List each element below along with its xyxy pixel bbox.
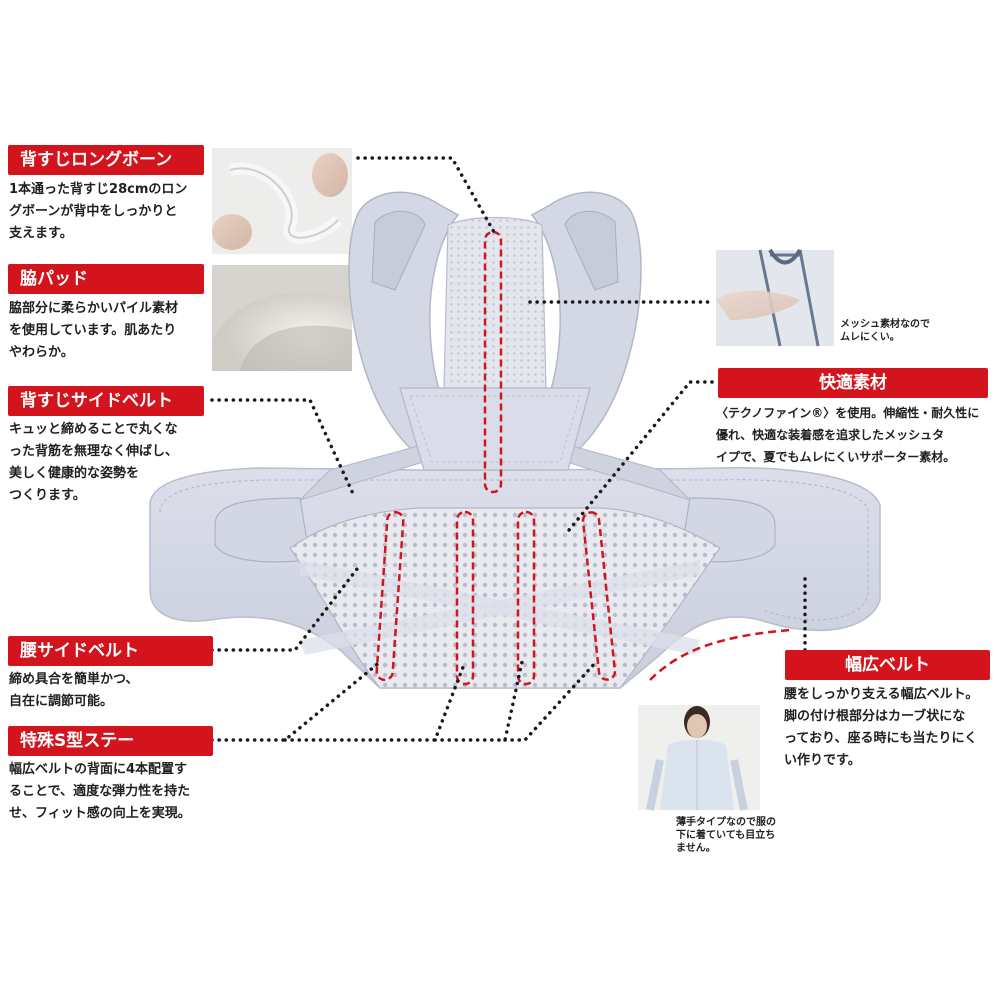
desc-line: グボーンが背中をしっかりと [9, 204, 178, 219]
leader-long-bone [356, 156, 496, 234]
desc-line: つくります。 [9, 488, 86, 503]
desc-line: やわらか。 [9, 345, 74, 360]
blouse-photo [638, 705, 760, 811]
s-stay-desc: 幅広ベルトの背面に4本配置す ることで、適度な弾力性を持た せ、フィット感の向上… [9, 759, 191, 825]
stay-outline [581, 511, 617, 681]
comfort-title: 快適素材 [718, 368, 988, 398]
leader-s-stay [210, 660, 598, 742]
desc-line: 脇部分に柔らかいパイル素材 [9, 301, 179, 316]
side-pad-photo [212, 265, 352, 371]
desc-line: 美しく健康的な姿勢を [9, 466, 140, 481]
desc-line: 幅広ベルトの背面に4本配置す [9, 762, 188, 777]
mesh-caption: メッシュ素材なので ムレにくい。 [840, 318, 930, 344]
desc-line: っており、座る時にも当たりにく [784, 731, 978, 746]
desc-line: 優れ、快適な装着感を追求したメッシュタ [716, 428, 945, 442]
desc-line: い作りです。 [784, 753, 861, 768]
long-bone-photo [212, 148, 352, 254]
side-pad-desc: 脇部分に柔らかいパイル素材 を使用しています。肌あたり やわらか。 [9, 298, 178, 364]
waist-side-belt-title: 腰サイドベルト [8, 636, 213, 666]
desc-line: キュッと締めることで丸くな [9, 422, 178, 437]
caption-line: 薄手タイプなので服の [676, 817, 776, 828]
back-side-belt-title: 背すじサイドベルト [8, 386, 204, 416]
desc-line: 腰をしっかり支える幅広ベルト。 [784, 687, 979, 702]
wide-belt-curve [649, 628, 791, 681]
desc-line: ることで、適度な弾力性を持た [9, 784, 191, 799]
waist-side-belt-desc: 締め具合を簡単かつ、 自在に調節可能。 [9, 669, 138, 713]
desc-line: 1本通った背すじ28cmのロン [9, 182, 188, 197]
stay-outline [375, 510, 405, 682]
comfort-desc: 〈テクノファイン®〉を使用。伸縮性・耐久性に 優れ、快適な装着感を追求したメッシ… [716, 402, 979, 468]
desc-line: イプで、夏でもムレにくいサポーター素材。 [716, 450, 956, 464]
blouse-caption: 薄手タイプなので服の 下に着ていても目立ち ません。 [676, 816, 776, 855]
desc-line: せ、フィット感の向上を実現。 [9, 806, 191, 821]
stay-outline [455, 510, 475, 686]
s-stay-title: 特殊S型ステー [8, 726, 213, 756]
caption-line: メッシュ素材なので [840, 319, 930, 330]
mesh-photo [716, 248, 834, 347]
caption-line: 下に着ていても目立ち [676, 830, 776, 841]
long-bone-title: 背すじロングボーン [8, 145, 204, 175]
back-side-belt-desc: キュッと締めることで丸くな った背筋を無理なく伸ばし、 美しく健康的な姿勢を つ… [9, 419, 178, 507]
side-pad-title: 脇パッド [8, 264, 204, 294]
leader-lines [210, 156, 807, 742]
desc-line: を使用しています。肌あたり [9, 323, 177, 338]
desc-line: 〈テクノファイン®〉を使用。伸縮性・耐久性に [716, 406, 980, 420]
posture-supporter [149, 191, 881, 689]
desc-line: った背筋を無理なく伸ばし、 [9, 444, 179, 459]
desc-line: 支えます。 [9, 226, 73, 241]
caption-line: ムレにくい。 [840, 332, 900, 343]
stay-outline [516, 510, 536, 686]
long-bone-desc: 1本通った背すじ28cmのロン グボーンが背中をしっかりと 支えます。 [9, 179, 187, 245]
caption-line: ません。 [676, 843, 716, 854]
desc-line: 締め具合を簡単かつ、 [9, 672, 139, 687]
leader-waist-belt [210, 563, 362, 652]
wide-belt-title: 幅広ベルト [785, 650, 990, 680]
leader-comfort [563, 380, 714, 537]
wide-belt-desc: 腰をしっかり支える幅広ベルト。 脚の付け根部分はカーブ状にな っており、座る時に… [784, 684, 978, 772]
leader-back-side-belt [210, 398, 357, 500]
desc-line: 脚の付け根部分はカーブ状にな [784, 709, 966, 724]
desc-line: 自在に調節可能。 [9, 694, 114, 709]
